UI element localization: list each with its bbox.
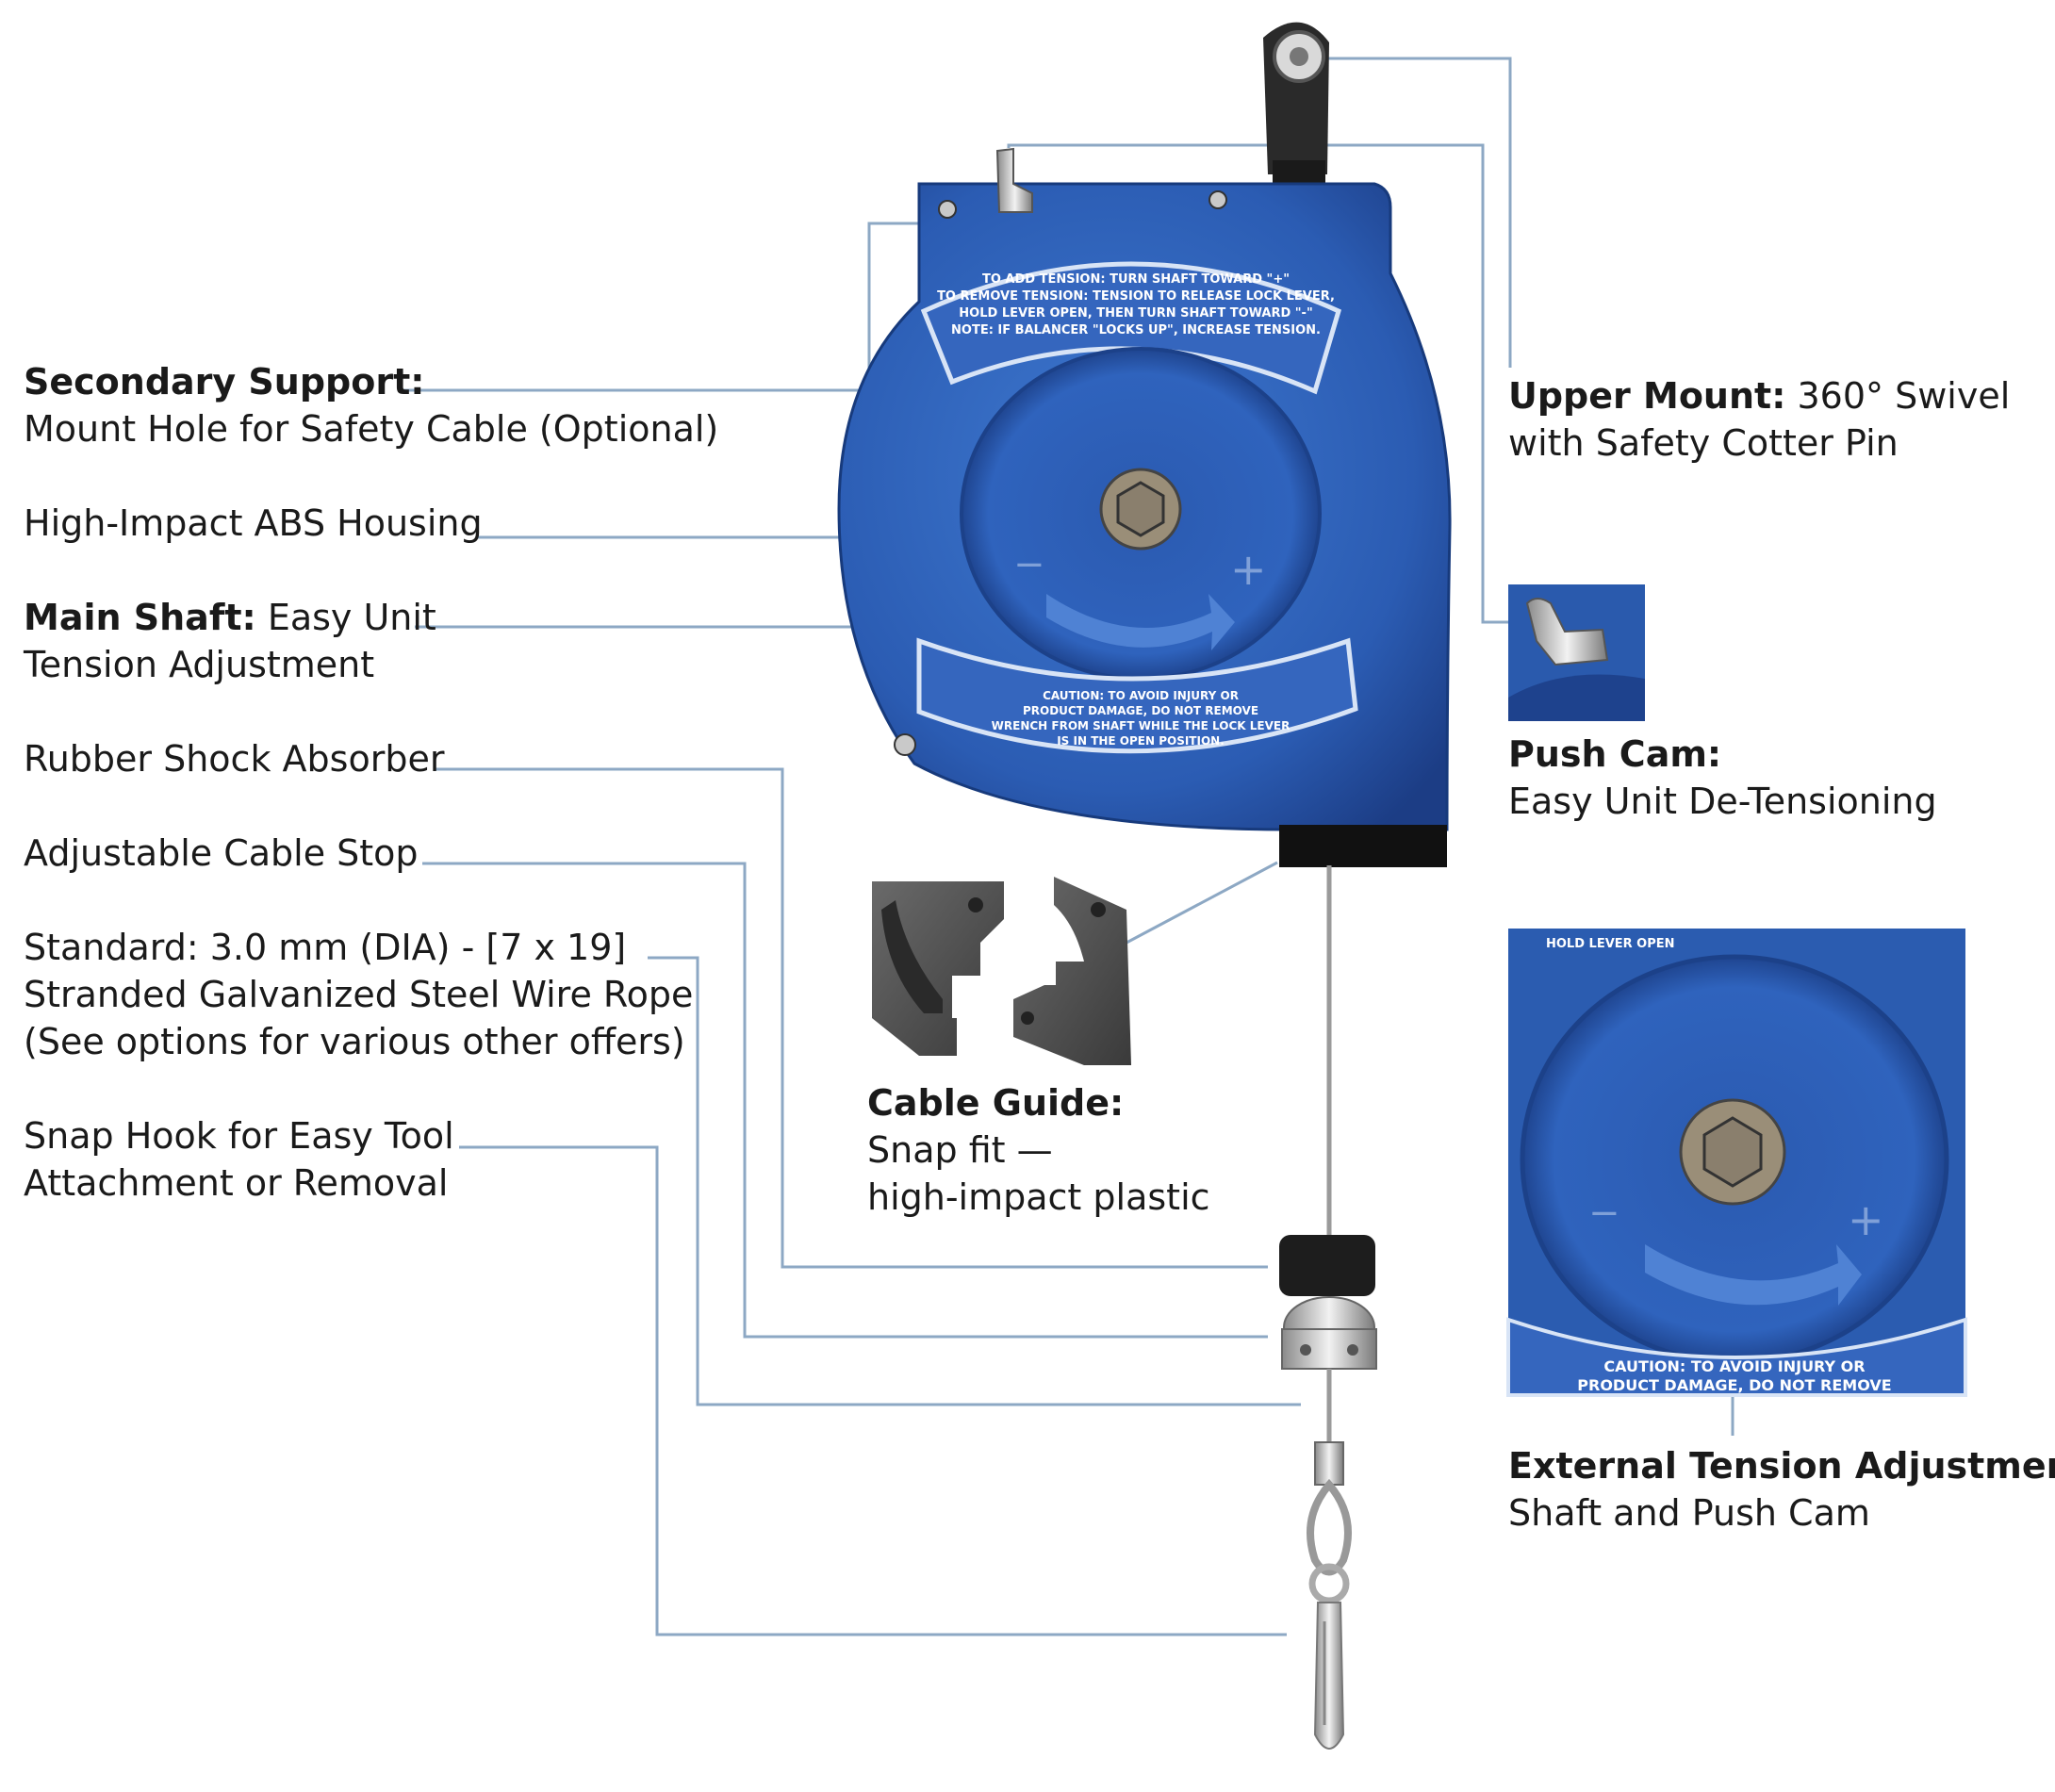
- push-cam-text: Easy Unit De-Tensioning: [1508, 781, 1937, 822]
- svg-text:CAUTION: TO AVOID INJURY OR: CAUTION: TO AVOID INJURY OR: [1603, 1357, 1865, 1375]
- leader-shock-absorber: [436, 767, 1268, 1269]
- upper-mount-text2: with Safety Cotter Pin: [1508, 422, 1899, 464]
- leader-upper-mount: [1315, 57, 1512, 368]
- leader-push-cam: [1007, 143, 1508, 624]
- cable-stop-text: Adjustable Cable Stop: [24, 832, 419, 874]
- svg-text:NOTE: IF BALANCER "LOCKS UP",: NOTE: IF BALANCER "LOCKS UP", INCREASE T…: [951, 323, 1321, 337]
- secondary-support-text: Mount Hole for Safety Cable (Optional): [24, 408, 719, 450]
- cable-guide-text1: Snap fit —: [867, 1129, 1053, 1171]
- external-tension-title: External Tension Adjustment:: [1508, 1445, 2055, 1487]
- label-external-tension: External Tension Adjustment: Shaft and P…: [1508, 1442, 2055, 1537]
- label-wire-rope: Standard: 3.0 mm (DIA) - [7 x 19] Strand…: [24, 924, 693, 1065]
- svg-text:CAUTION: TO AVOID INJURY OR: CAUTION: TO AVOID INJURY OR: [1043, 689, 1239, 702]
- secondary-support-title: Secondary Support:: [24, 361, 425, 403]
- push-cam-title: Push Cam:: [1508, 733, 1722, 775]
- upper-mount-swivel: [1263, 22, 1329, 184]
- label-cable-guide: Cable Guide: Snap fit — high-impact plas…: [867, 1079, 1210, 1221]
- svg-text:+: +: [1848, 1194, 1884, 1245]
- svg-text:−: −: [1588, 1192, 1620, 1235]
- svg-text:TO ADD TENSION: TURN SHAFT TOW: TO ADD TENSION: TURN SHAFT TOWARD "+": [982, 272, 1290, 287]
- svg-text:WRENCH FROM SHAFT WHILE THE LO: WRENCH FROM SHAFT WHILE THE LOCK LEVER: [992, 719, 1291, 732]
- svg-text:IS IN THE OPEN POSITION.: IS IN THE OPEN POSITION.: [1057, 734, 1225, 748]
- shock-absorber-text: Rubber Shock Absorber: [24, 738, 445, 780]
- rubber-shock-absorber: [1279, 1235, 1375, 1296]
- label-push-cam: Push Cam: Easy Unit De-Tensioning: [1508, 731, 1937, 825]
- label-secondary-support: Secondary Support: Mount Hole for Safety…: [24, 358, 718, 452]
- svg-text:HOLD LEVER OPEN: HOLD LEVER OPEN: [1546, 937, 1675, 951]
- main-shaft-title: Main Shaft:: [24, 597, 256, 638]
- cable-stop: [1281, 1296, 1377, 1370]
- balancer-housing: TO ADD TENSION: TURN SHAFT TOWARD "+" TO…: [837, 147, 1452, 867]
- plus-sign: +: [1230, 544, 1267, 595]
- direction-arrow: [1046, 594, 1235, 650]
- snap-hook-line2: Attachment or Removal: [24, 1162, 449, 1204]
- svg-text:PRODUCT DAMAGE, DO NOT REMOVE: PRODUCT DAMAGE, DO NOT REMOVE: [1023, 704, 1258, 717]
- svg-text:TO REMOVE TENSION: TENSION TO: TO REMOVE TENSION: TENSION TO RELEASE LO…: [937, 289, 1335, 304]
- external-tension-text: Shaft and Push Cam: [1508, 1492, 1870, 1534]
- leader-cable-guide: [1126, 861, 1278, 945]
- leader-snap-hook: [459, 1145, 1287, 1636]
- label-main-shaft: Main Shaft: Easy Unit Tension Adjustment: [24, 594, 436, 688]
- svg-text:HOLD LEVER OPEN, THEN TURN SHA: HOLD LEVER OPEN, THEN TURN SHAFT TOWARD …: [959, 306, 1312, 321]
- housing-text: High-Impact ABS Housing: [24, 502, 483, 544]
- wire-rope-line2: Stranded Galvanized Steel Wire Rope: [24, 974, 694, 1015]
- leader-secondary-support: [403, 222, 943, 392]
- cable-guide-parts: [872, 877, 1131, 1065]
- snap-hook: [1307, 1441, 1352, 1750]
- cable-guide-text2: high-impact plastic: [867, 1176, 1210, 1218]
- svg-text:PRODUCT DAMAGE, DO NOT REMOVE: PRODUCT DAMAGE, DO NOT REMOVE: [1577, 1376, 1891, 1394]
- cable-exit: [1279, 825, 1447, 867]
- main-shaft-text2: Tension Adjustment: [24, 644, 375, 685]
- minus-sign: −: [1013, 543, 1045, 586]
- wire-rope-line3: (See options for various other offers): [24, 1021, 685, 1062]
- label-housing: High-Impact ABS Housing: [24, 500, 483, 547]
- label-cable-stop: Adjustable Cable Stop: [24, 830, 419, 877]
- external-tension-zoom: HOLD LEVER OPEN − + CAUTION: TO AVOID IN…: [1506, 929, 1967, 1397]
- tension-instructions: TO ADD TENSION: TURN SHAFT TOWARD "+" TO…: [937, 272, 1335, 337]
- leader-wire-rope: [648, 956, 1301, 1406]
- upper-mount-text1: 360° Swivel: [1785, 375, 2011, 417]
- label-shock-absorber: Rubber Shock Absorber: [24, 735, 444, 782]
- cable-guide-title: Cable Guide:: [867, 1082, 1125, 1124]
- push-cam-zoom: [1508, 584, 1645, 721]
- upper-mount-title: Upper Mount:: [1508, 375, 1786, 417]
- leader-cable-stop: [422, 862, 1268, 1339]
- mount-hole: [938, 200, 957, 219]
- caution-label: CAUTION: TO AVOID INJURY OR PRODUCT DAMA…: [992, 689, 1291, 748]
- wire-rope-line1: Standard: 3.0 mm (DIA) - [7 x 19]: [24, 927, 627, 968]
- label-upper-mount: Upper Mount: 360° Swivel with Safety Cot…: [1508, 372, 2010, 467]
- snap-hook-line1: Snap Hook for Easy Tool: [24, 1115, 454, 1157]
- main-shaft-text1: Easy Unit: [255, 597, 436, 638]
- push-cam: [995, 147, 1033, 213]
- label-snap-hook: Snap Hook for Easy Tool Attachment or Re…: [24, 1112, 454, 1207]
